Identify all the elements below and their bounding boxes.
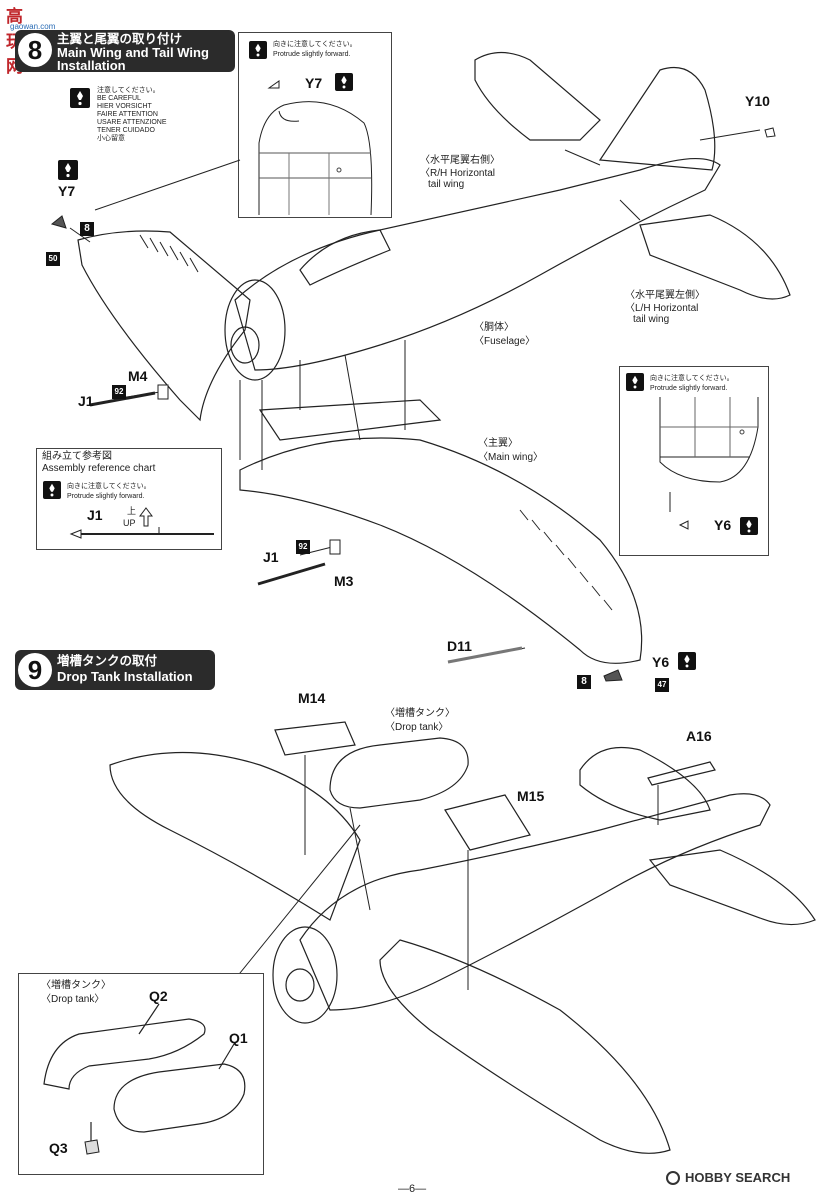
step9-title-jp: 増槽タンクの取付 (57, 654, 158, 668)
ref-j1-drawing (69, 527, 214, 539)
inset-wingtip-y6: 向きに注意してください。 Protrude slightly forward. … (619, 366, 769, 556)
caution-line: USARE ATTENZIONE (97, 119, 167, 126)
step8-title-en-2: Installation (57, 58, 126, 73)
inset-droptank-drawing (43, 1003, 246, 1155)
step8-number: 8 (18, 33, 52, 67)
label-j1b: J1 (263, 549, 279, 565)
footer-watermark-text: HOBBY SEARCH (685, 1170, 791, 1185)
label-y7-left: Y7 (58, 183, 76, 199)
step9-number: 9 (18, 653, 52, 687)
droptank-en: 〈Drop tank〉 (385, 722, 449, 733)
badge-50: 50 (46, 252, 60, 266)
step8-title-en-1: Main Wing and Tail Wing (57, 45, 209, 60)
caution-line: HIER VORSICHT (97, 103, 152, 110)
lh-tail-jp: 〈水平尾翼左側〉 (625, 290, 705, 301)
step8-title: 主翼と尾翼の取り付け Main Wing and Tail Wing Insta… (57, 32, 209, 73)
rh-tail-en: 〈R/H Horizontal (420, 168, 496, 179)
lh-tail-en-2: tail wing (633, 314, 670, 325)
caution-line: FAIRE ATTENTION (97, 111, 158, 118)
up-arrow-icon (139, 507, 153, 527)
step9-title: 増槽タンクの取付 Drop Tank Installation (57, 654, 193, 684)
inset-tail-part-label: Y7 (305, 75, 323, 91)
inset-label-q1: Q1 (229, 1030, 248, 1046)
label-m3: M3 (334, 573, 354, 589)
rh-tail-en-2: tail wing (428, 179, 465, 190)
step8-title-jp: 主翼と尾翼の取り付け (57, 32, 183, 46)
mainwing-en: 〈Main wing〉 (478, 452, 544, 463)
lh-tail-en: 〈L/H Horizontal (625, 303, 699, 314)
ref-title-jp: 組み立て参考図 (42, 451, 112, 462)
site-watermark-url: gaowan.com (10, 22, 56, 31)
badge-8b: 8 (577, 675, 591, 689)
inset-tail-note-en: Protrude slightly forward. (273, 51, 351, 58)
caution-line: 小心留意 (97, 135, 125, 142)
hobby-search-logo-icon (666, 1171, 680, 1185)
label-y10: Y10 (745, 93, 770, 109)
inset-drop-tank: 〈増槽タンク〉 〈Drop tank〉 Q2 Q1 Q3 (18, 973, 264, 1175)
droptank-jp: 〈増槽タンク〉 (385, 708, 455, 719)
badge-92a: 92 (112, 385, 126, 399)
inset-tail-drawing (258, 80, 373, 216)
caution-icon (626, 373, 644, 391)
fuselage-jp: 〈胴体〉 (474, 322, 514, 333)
caution-icon (335, 73, 353, 91)
caution-line: BE CAREFUL (97, 95, 141, 102)
inset-droptank-en: 〈Drop tank〉 (41, 994, 105, 1005)
ref-title-en: Assembly reference chart (42, 463, 156, 474)
label-j1a: J1 (78, 393, 94, 409)
inset-wingtip-drawing (659, 397, 759, 530)
label-a16: A16 (686, 728, 712, 744)
inset-label-q2: Q2 (149, 988, 168, 1004)
caution-line: 注意してください。 (97, 87, 160, 94)
label-d11: D11 (447, 638, 472, 654)
caution-line: TENER CUIDADO (97, 127, 155, 134)
label-y6: Y6 (652, 654, 670, 670)
step9-header: 9 増槽タンクの取付 Drop Tank Installation (15, 650, 215, 690)
page-number: —6— (398, 1183, 427, 1195)
inset-droptank-jp: 〈増槽タンク〉 (41, 980, 111, 991)
caution-lines: 注意してください。 BE CAREFUL HIER VORSICHT FAIRE… (97, 87, 167, 143)
inset-tail-note-jp: 向きに注意してください。 (273, 41, 357, 48)
ref-note-en: Protrude slightly forward. (67, 493, 145, 500)
caution-icon (249, 41, 267, 59)
caution-icon (678, 652, 696, 670)
ref-part-j1: J1 (87, 507, 103, 523)
step9-aircraft-drawing (109, 721, 816, 1154)
badge-8a: 8 (80, 222, 94, 236)
step8-header: 8 主翼と尾翼の取り付け Main Wing and Tail Wing Ins… (15, 30, 235, 72)
inset-label-q3: Q3 (49, 1140, 68, 1156)
label-m14: M14 (298, 690, 326, 706)
ref-up-en: UP (123, 518, 136, 528)
inset-wingtip-note-en: Protrude slightly forward. (650, 385, 728, 392)
badge-47: 47 (655, 678, 669, 692)
badge-92b: 92 (296, 540, 310, 554)
caution-icon (43, 481, 61, 499)
inset-tail-y7: 向きに注意してください。 Protrude slightly forward. … (238, 32, 392, 218)
caution-icon (58, 160, 78, 180)
caution-icon (740, 517, 758, 535)
step8-aircraft-drawing (50, 51, 791, 682)
label-m15: M15 (517, 788, 545, 804)
label-m4: M4 (128, 368, 148, 384)
fuselage-en: 〈Fuselage〉 (474, 336, 536, 347)
rh-tail-jp: 〈水平尾翼右側〉 (420, 155, 500, 166)
inset-wingtip-note-jp: 向きに注意してください。 (650, 375, 734, 382)
assembly-reference-chart: 組み立て参考図 Assembly reference chart 向きに注意して… (36, 448, 222, 550)
mainwing-jp: 〈主翼〉 (478, 438, 518, 449)
caution-icon (70, 88, 90, 108)
ref-note-jp: 向きに注意してください。 (67, 483, 151, 490)
inset-wingtip-part-label: Y6 (714, 517, 732, 533)
step9-title-en: Drop Tank Installation (57, 669, 193, 684)
ref-up-jp: 上 (127, 506, 137, 516)
